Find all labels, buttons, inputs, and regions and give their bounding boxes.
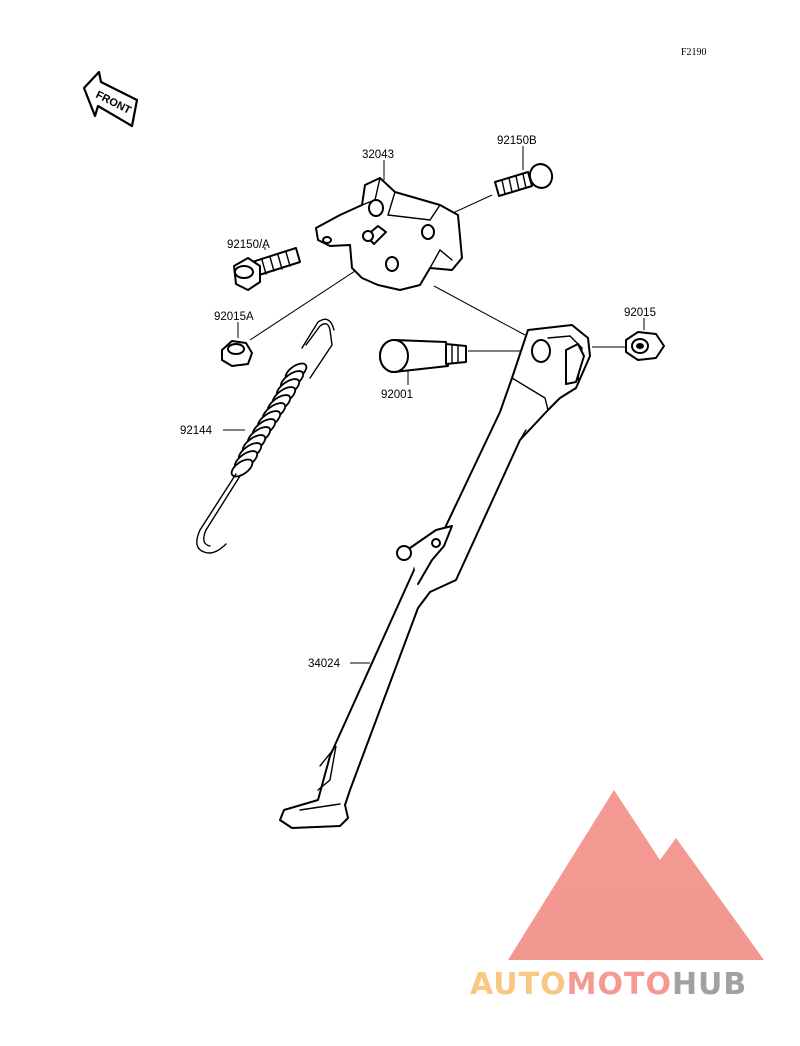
label-34024: 34024 xyxy=(308,658,341,670)
watermark-moto: MOTO xyxy=(567,967,672,1002)
label-32043: 32043 xyxy=(362,149,394,161)
nut-92015a xyxy=(221,340,253,367)
side-stand-34024 xyxy=(279,324,591,829)
front-direction-arrow: FRONT xyxy=(82,70,139,128)
svg-text:AUTOMOTOHUB: AUTOMOTOHUB xyxy=(470,967,747,1002)
nut-92015 xyxy=(625,331,665,361)
label-92015: 92015 xyxy=(624,307,656,319)
label-92001: 92001 xyxy=(381,389,413,401)
watermark-hub: HUB xyxy=(672,967,747,1002)
pivot-bolt-92001 xyxy=(379,339,467,373)
watermark-auto: AUTO xyxy=(470,967,567,1002)
label-92015a: 92015A xyxy=(214,311,254,323)
bolt-92150a xyxy=(233,247,301,291)
figure-code: F2190 xyxy=(681,47,707,58)
automotohub-logo: AUTOMOTOHUB xyxy=(470,790,764,1002)
label-92150b: 92150B xyxy=(497,135,537,147)
label-92144: 92144 xyxy=(180,425,213,437)
logo-triangle-icon xyxy=(508,790,764,960)
label-92150a: 92150/A xyxy=(227,239,270,251)
bracket-32043 xyxy=(315,177,463,291)
spring-92144 xyxy=(196,318,335,554)
bolt-92150b xyxy=(494,163,554,197)
